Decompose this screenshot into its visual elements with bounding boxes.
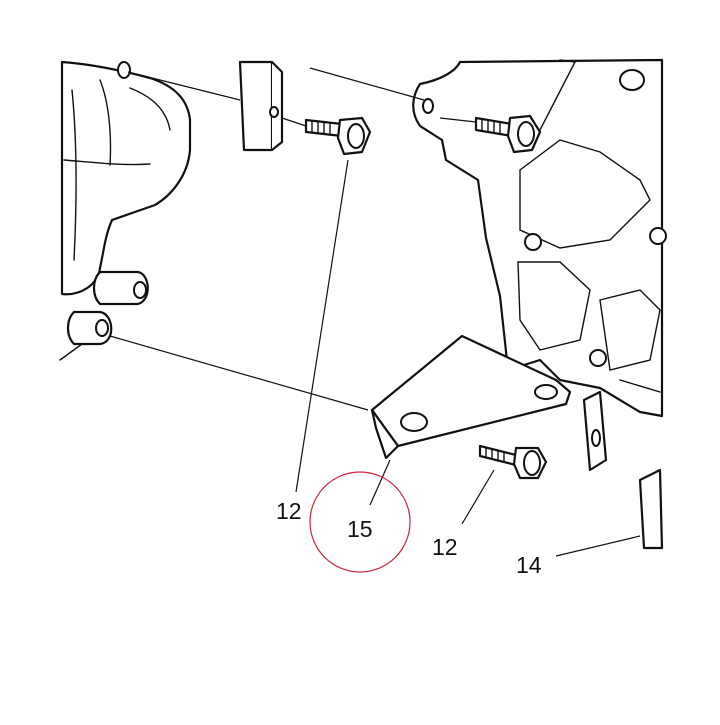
vertical-plate: [238, 60, 284, 152]
bolt-lower: [478, 444, 548, 480]
leader-lines: [109, 67, 641, 557]
callout-12-left-label: 12: [276, 498, 302, 524]
bolt-upper-left: [304, 116, 372, 156]
bolt-upper-right: [474, 114, 542, 154]
left-housing: [59, 60, 192, 361]
bracket-15: [370, 334, 572, 460]
callout-12-right-label: 12: [432, 534, 458, 560]
bracket-14: [582, 390, 664, 550]
callout-14-label: 14: [516, 552, 542, 578]
callout-15-highlight: [309, 471, 411, 573]
callout-15-label: 15: [347, 516, 373, 542]
right-frame: [412, 58, 667, 418]
